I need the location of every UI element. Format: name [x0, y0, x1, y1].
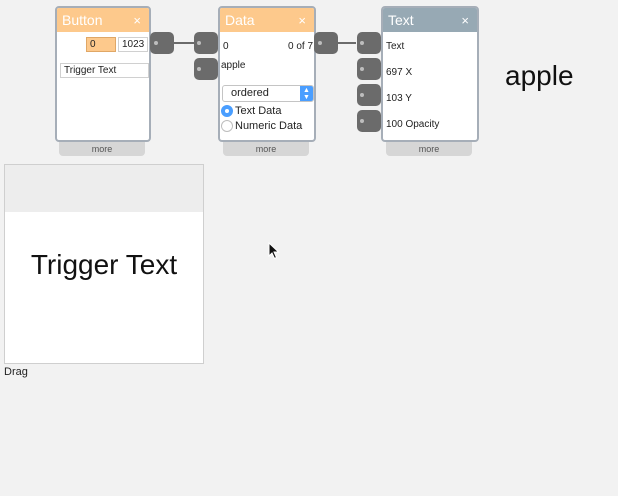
drag-label[interactable]: Drag [4, 366, 28, 378]
text-input-label: Text [386, 41, 405, 52]
data-node[interactable]: Data × 0 0 of 7 apple ordered ▲▼ Text Da… [218, 6, 316, 142]
data-current-value: apple [221, 60, 246, 71]
order-select-value: ordered [231, 87, 269, 99]
close-icon[interactable]: × [133, 12, 141, 28]
close-icon[interactable]: × [298, 12, 306, 28]
preview-panel[interactable]: Trigger Text [4, 164, 204, 364]
text-data-radio[interactable] [221, 105, 233, 117]
button-output-port[interactable] [150, 32, 174, 54]
text-node[interactable]: Text × Text 697 X 103 Y 100 Opacity [381, 6, 479, 142]
opacity-input-label: 100 Opacity [386, 119, 440, 130]
mouse-cursor-icon [268, 242, 280, 260]
order-select[interactable]: ordered ▲▼ [222, 85, 314, 102]
text-input-port-text[interactable] [357, 32, 381, 54]
data-node-header[interactable]: Data × [220, 8, 314, 32]
button-node-header[interactable]: Button × [57, 8, 149, 32]
chevron-up-down-icon: ▲▼ [300, 86, 313, 101]
x-input-label: 697 X [386, 67, 413, 78]
close-icon[interactable]: × [461, 12, 469, 28]
data-input-port-2[interactable] [194, 58, 218, 80]
text-node-more-button[interactable]: more [386, 142, 472, 156]
text-node-title: Text [388, 12, 414, 28]
button-value-right-field[interactable]: 1023 [118, 37, 148, 52]
preview-header [5, 165, 203, 212]
button-text-field[interactable]: Trigger Text [60, 63, 149, 78]
trigger-text[interactable]: Trigger Text [30, 249, 178, 280]
button-node[interactable]: Button × 0 1023 Trigger Text [55, 6, 151, 142]
data-input-port-1[interactable] [194, 32, 218, 54]
text-input-port-y[interactable] [357, 84, 381, 106]
numeric-data-label: Numeric Data [235, 120, 303, 132]
text-input-port-opacity[interactable] [357, 110, 381, 132]
text-node-header[interactable]: Text × [383, 8, 477, 32]
data-index-label: 0 [223, 41, 229, 52]
text-data-label: Text Data [235, 105, 282, 117]
wire-data-to-text [336, 42, 356, 44]
data-output-port[interactable] [314, 32, 338, 54]
wire-button-to-data [172, 42, 194, 44]
y-input-label: 103 Y [386, 93, 412, 104]
data-node-title: Data [225, 12, 255, 28]
output-text[interactable]: apple [505, 60, 574, 91]
numeric-data-radio[interactable] [221, 120, 233, 132]
button-value-left-field[interactable]: 0 [86, 37, 116, 52]
data-node-more-button[interactable]: more [223, 142, 309, 156]
data-count-label: 0 of 7 [288, 41, 314, 52]
text-input-port-x[interactable] [357, 58, 381, 80]
button-node-more-button[interactable]: more [59, 142, 145, 156]
button-node-title: Button [62, 12, 103, 28]
